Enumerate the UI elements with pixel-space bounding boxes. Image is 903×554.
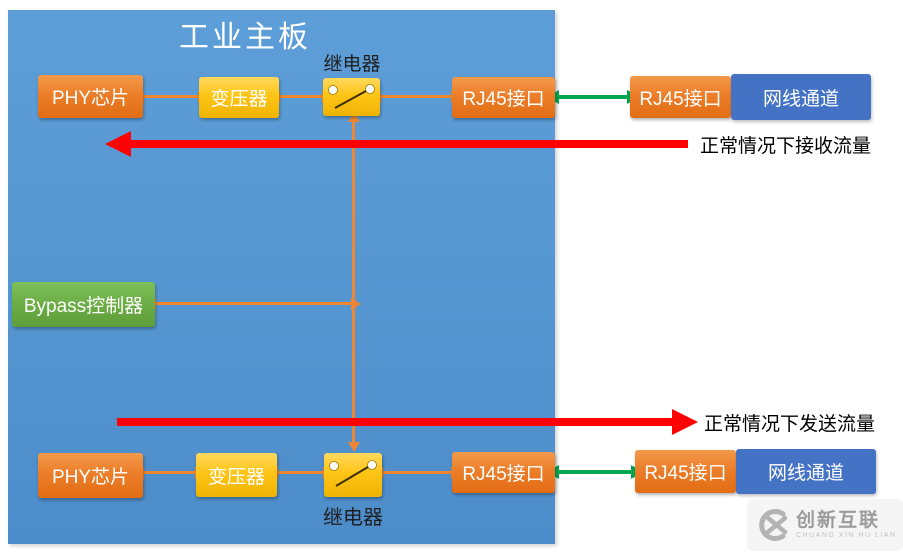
relay-switch-icon <box>328 84 375 109</box>
bypass-controller-box: Bypass控制器 <box>12 282 155 327</box>
receive-traffic-label: 正常情况下接收流量 <box>700 136 872 157</box>
arrowhead-left-icon <box>105 131 131 157</box>
ethernet-link-arrow-top <box>546 90 640 104</box>
relay-label-bottom: 继电器 <box>323 507 383 529</box>
connector-phy-transformer-top <box>134 90 208 103</box>
watermark-badge: 创新互联 CHUANG XIN HU LIAN <box>747 499 903 551</box>
arrowhead-up-icon <box>347 112 360 122</box>
watermark-subtitle: CHUANG XIN HU LIAN <box>796 531 897 539</box>
board-title: 工业主板 <box>179 21 311 54</box>
cable-channel-box-top: 网线通道 <box>731 74 871 120</box>
transformer-box-bottom: 变压器 <box>196 453 277 497</box>
connector-transformer-relay-top <box>270 90 332 103</box>
arrowhead-right-icon <box>351 297 361 310</box>
rj45-external-box-top: RJ45接口 <box>630 76 731 118</box>
rj45-internal-box-bottom: RJ45接口 <box>452 452 555 493</box>
connector-relay-rj45-bottom <box>373 466 461 479</box>
watermark-text: 创新互联 CHUANG XIN HU LIAN <box>796 509 897 540</box>
connector-bypass-to-relays <box>146 297 361 310</box>
watermark-logo-icon <box>759 509 788 541</box>
watermark-brand: 创新互联 <box>796 509 881 531</box>
arrowhead-down-icon <box>347 442 360 452</box>
relay-switch-box-top <box>323 78 380 116</box>
relay-switch-box-bottom <box>324 453 382 497</box>
receive-traffic-arrow <box>105 131 688 157</box>
ethernet-link-arrow-bottom <box>546 465 644 479</box>
rj45-internal-box-top: RJ45接口 <box>452 77 555 118</box>
send-traffic-label: 正常情况下发送流量 <box>704 414 876 435</box>
relay-switch-icon <box>329 460 377 487</box>
cable-channel-box-bottom: 网线通道 <box>736 449 876 494</box>
connector-relay-vertical <box>347 112 360 452</box>
connector-transformer-relay-bottom <box>268 466 333 479</box>
send-traffic-arrow <box>117 409 698 435</box>
rj45-external-box-bottom: RJ45接口 <box>635 450 736 493</box>
transformer-box-top: 变压器 <box>199 77 279 118</box>
connector-phy-transformer-bottom <box>134 466 205 479</box>
connector-relay-rj45-top <box>371 90 461 103</box>
phy-chip-box-bottom: PHY芯片 <box>38 453 143 498</box>
phy-chip-box-top: PHY芯片 <box>38 75 143 118</box>
arrowhead-right-icon <box>672 409 698 435</box>
relay-label-top: 继电器 <box>323 54 381 75</box>
